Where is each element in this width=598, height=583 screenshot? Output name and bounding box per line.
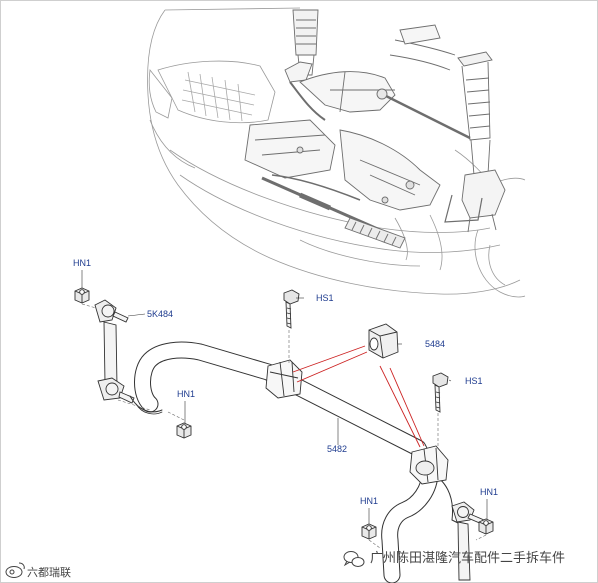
callout-hn1-top-left: HN1 (73, 258, 91, 268)
red-pointer-lines (292, 345, 425, 448)
watermark-left: 六都瑞联 (5, 562, 71, 579)
hn1-nut-top-left (74, 287, 90, 304)
alignment-dashed-lines (81, 303, 487, 549)
bushing-5484 (368, 323, 399, 359)
watermark-right-text: 广州陈田湛隆汽车配件二手拆车件 (370, 550, 565, 566)
watermark-left-text: 六都瑞联 (27, 565, 71, 579)
callout-hn1-bottom-right: HN1 (480, 487, 498, 497)
weibo-logo-icon (5, 562, 25, 578)
stabilizer-link-left (94, 299, 135, 404)
vehicle-front-illustration (147, 7, 526, 298)
callout-5k484: 5K484 (147, 309, 173, 319)
stabilizer-link-right (451, 501, 485, 581)
callout-5482: 5482 (327, 444, 347, 454)
hs1-bolt-right (432, 372, 449, 413)
wechat-logo-icon (343, 551, 365, 567)
stabilizer-bar-5482 (129, 341, 463, 583)
callout-hn1-bottom-mid: HN1 (360, 496, 378, 506)
hs1-bolt-center (283, 289, 300, 329)
callout-hn1-mid-left: HN1 (177, 389, 195, 399)
front-subframe-suspension (244, 9, 506, 249)
leader-lines (81, 270, 488, 524)
bar-bushing-left (265, 359, 303, 399)
callout-hs1-center: HS1 (316, 293, 334, 303)
bar-bushing-right (409, 445, 449, 485)
hn1-nut-bottom-mid (361, 523, 377, 540)
watermark-right: 广州陈田湛隆汽车配件二手拆车件 (343, 550, 565, 567)
hn1-nut-bottom-right (478, 518, 494, 535)
hn1-nut-mid-left (176, 422, 192, 439)
callout-labels: HN1 5K484 HS1 5484 HN1 HS1 5482 HN1 HN1 (73, 258, 498, 506)
callout-5484: 5484 (425, 339, 445, 349)
callout-hs1-right: HS1 (465, 376, 483, 386)
